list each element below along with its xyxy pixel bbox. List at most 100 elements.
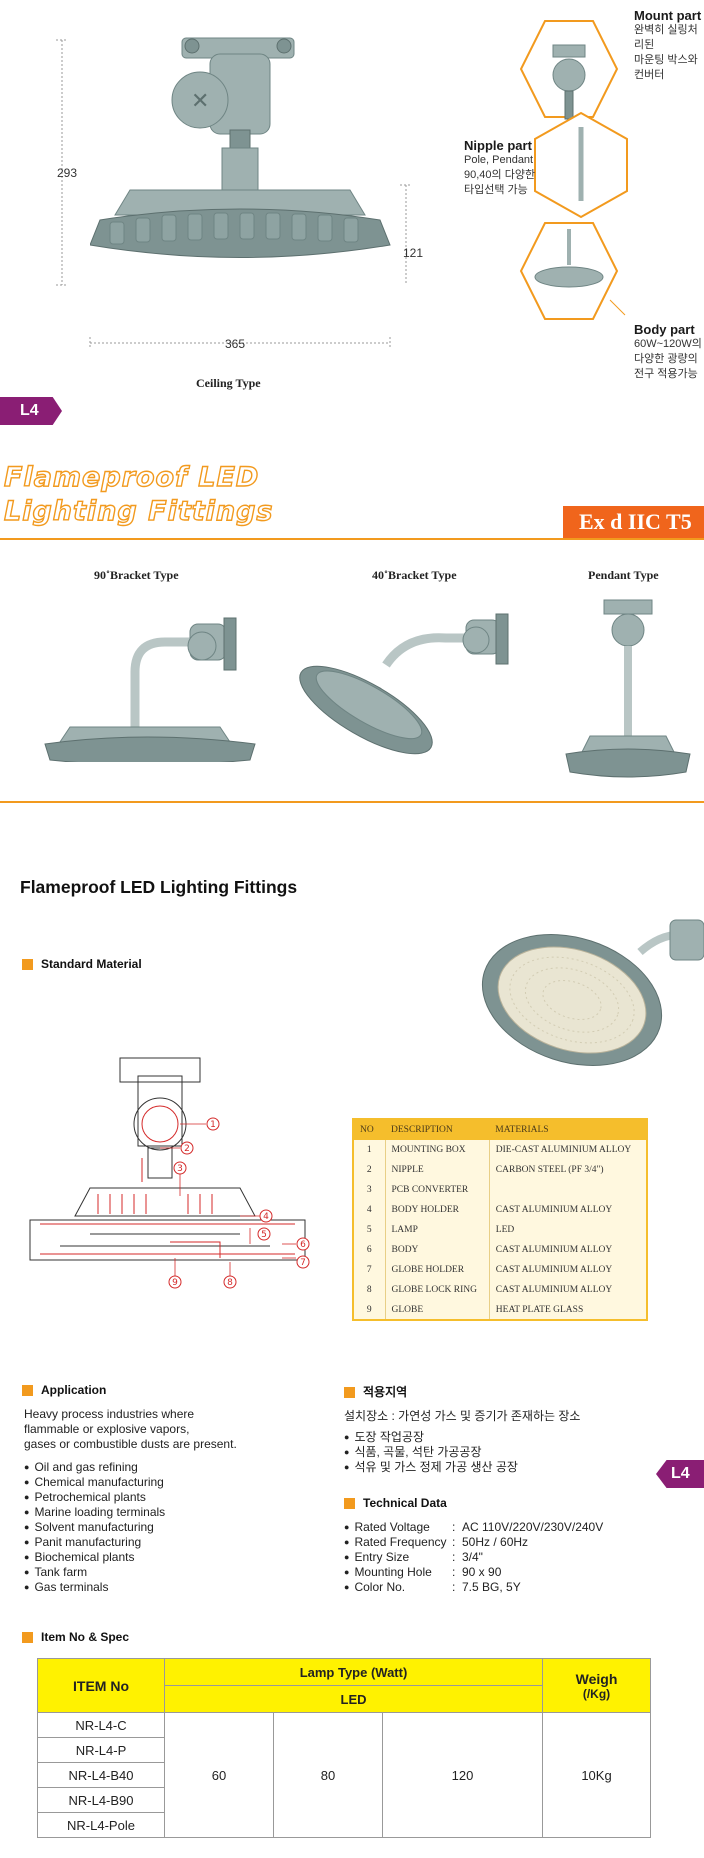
spec-item-no: NR-L4-P [37, 1737, 165, 1763]
spec-subheader-row: LED [38, 1685, 651, 1713]
korean-area-item: 식품, 곡물, 석탄 가공공장 [344, 1445, 518, 1460]
material-no: 4 [353, 1200, 386, 1220]
callout-title: Mount part [634, 8, 702, 23]
technical-data-value: AC 110V/220V/230V/240V [462, 1520, 604, 1534]
callout-circle-9 [168, 1275, 182, 1289]
spec-col-item: ITEM No [37, 1658, 165, 1713]
callout-number-9: 9 [172, 1278, 178, 1288]
banner-title-line1: Flameproof LED [3, 461, 260, 493]
callout-line: 완벽히 실링처리된 [634, 24, 698, 51]
material-no: 5 [353, 1220, 386, 1240]
technical-data-row: Rated Frequency:50Hz / 60Hz [344, 1535, 684, 1550]
callout-line: 컨버터 [634, 69, 665, 81]
spec-watt-value: 60 [164, 1712, 274, 1838]
technical-data-value: 3/4" [462, 1550, 483, 1564]
spec-watt-value: 80 [272, 1712, 383, 1838]
lamp-pendant-illustration [565, 599, 691, 778]
banner-title-line2: Lighting Fittings [3, 495, 274, 527]
application-item: Panit manufacturing [24, 1535, 165, 1550]
material-value: HEAT PLATE GLASS [495, 1304, 584, 1315]
section-tab-label: L4 [671, 1465, 690, 1482]
technical-data-row: Mounting Hole:90 x 90 [344, 1565, 684, 1580]
section-tab-label: L4 [20, 402, 39, 419]
spec-col-weight-line2: (/Kg) [582, 1686, 611, 1701]
material-no: 3 [353, 1180, 386, 1200]
material-description: GLOBE LOCK RING [385, 1280, 490, 1300]
callout-number-1: 1 [210, 1120, 216, 1130]
material-no: 9 [353, 1300, 386, 1320]
variant-label-90-bracket: 90˚Bracket Type [94, 568, 179, 582]
technical-data-row: Color No.:7.5 BG, 5Y [344, 1580, 684, 1595]
callout-circle-5 [257, 1227, 271, 1241]
spec-item-no: NR-L4-B90 [37, 1787, 165, 1813]
variants-rule [0, 801, 704, 803]
callout-line: Pole, Pendant [464, 154, 534, 166]
callout-line: 60W~120W의 [634, 338, 702, 350]
dimension-lines [56, 39, 412, 349]
standard-material-heading: Standard Material [22, 957, 142, 971]
dimension-height-body: 121 [403, 246, 424, 260]
material-value: CAST ALUMINIUM ALLOY [495, 1245, 613, 1255]
variant-label-pendant: Pendant Type [588, 568, 659, 582]
section-bullet-square [22, 1632, 33, 1644]
dimension-height-total: 293 [57, 166, 78, 180]
technical-data-value: 90 x 90 [462, 1565, 502, 1579]
korean-area-heading-text: 적용지역 [363, 1385, 408, 1399]
material-no: 2 [353, 1160, 386, 1180]
callout-circle-4 [259, 1209, 273, 1223]
hero-section: ✕ 293 121 365 Ceiling Type [0, 0, 704, 425]
spec-col-led: LED [164, 1685, 543, 1713]
technical-data-colon: : [452, 1565, 456, 1579]
section-tab-left: L4 [0, 397, 62, 425]
material-value: CAST ALUMINIUM ALLOY [495, 1265, 613, 1275]
technical-data-row: Entry Size:3/4" [344, 1550, 684, 1565]
callout-line: 타입선택 가능 [464, 184, 528, 196]
section-bullet-square [22, 959, 33, 971]
material-description: NIPPLE [385, 1160, 490, 1180]
callout-number-6: 6 [300, 1240, 306, 1250]
material-description: GLOBE HOLDER [385, 1260, 490, 1280]
technical-data-value: 7.5 BG, 5Y [462, 1580, 521, 1594]
technical-data-heading: Technical Data [344, 1496, 447, 1510]
callout-line: 전구 적용가능 [634, 368, 698, 380]
callout-number-4: 4 [263, 1212, 269, 1222]
material-value: LED [495, 1225, 515, 1235]
material-value: CARBON STEEL (PF 3/4") [495, 1165, 604, 1175]
spec-weight-value: 10Kg [542, 1712, 651, 1838]
lamp-90-bracket-illustration [44, 617, 256, 762]
part-hexagons [519, 20, 628, 320]
spec-item-no: NR-L4-Pole [37, 1812, 165, 1838]
callout-circle-8 [223, 1275, 237, 1289]
spec-header-row: ITEM No Lamp Type (Watt) Weigh (/Kg) [37, 1658, 651, 1713]
spec-heading-text: Item No & Spec [41, 1630, 130, 1644]
spec-col-lamp: Lamp Type (Watt) [164, 1658, 543, 1686]
ceiling-type-caption: Ceiling Type [196, 376, 261, 390]
spec-item-no: NR-L4-B40 [37, 1762, 165, 1788]
application-item: Oil and gas refining [24, 1460, 165, 1475]
material-description: BODY HOLDER [385, 1200, 490, 1220]
korean-area-list: 도장 작업공장식품, 곡물, 석탄 가공공장석유 및 가스 정제 가공 생산 공… [344, 1430, 518, 1475]
callout-mount-part: Mount part 완벽히 실링처리된 마운팅 박스와 컨버터 [634, 8, 704, 83]
korean-area-item: 도장 작업공장 [344, 1430, 518, 1445]
material-description: LAMP [385, 1220, 490, 1240]
material-no: 8 [353, 1280, 386, 1300]
spec-table: ITEM No Lamp Type (Watt) Weigh (/Kg) LED… [37, 1658, 651, 1838]
spec-row: NR-L4-Pole [37, 1812, 651, 1838]
lamp-40-bracket-illustration [299, 613, 509, 755]
spec-watt-value: 120 [381, 1712, 544, 1838]
application-list: Oil and gas refiningChemical manufacturi… [24, 1460, 165, 1595]
spec-row: NR-L4-B90 [37, 1787, 651, 1813]
technical-data-key: Color No. [344, 1580, 452, 1595]
callout-line: 다양한 광량의 [634, 353, 698, 365]
material-value: CAST ALUMINIUM ALLOY [495, 1285, 613, 1295]
application-intro-line: flammable or explosive vapors, [24, 1422, 190, 1436]
material-description: GLOBE [385, 1300, 490, 1320]
korean-area-heading: 적용지역 [344, 1383, 407, 1400]
